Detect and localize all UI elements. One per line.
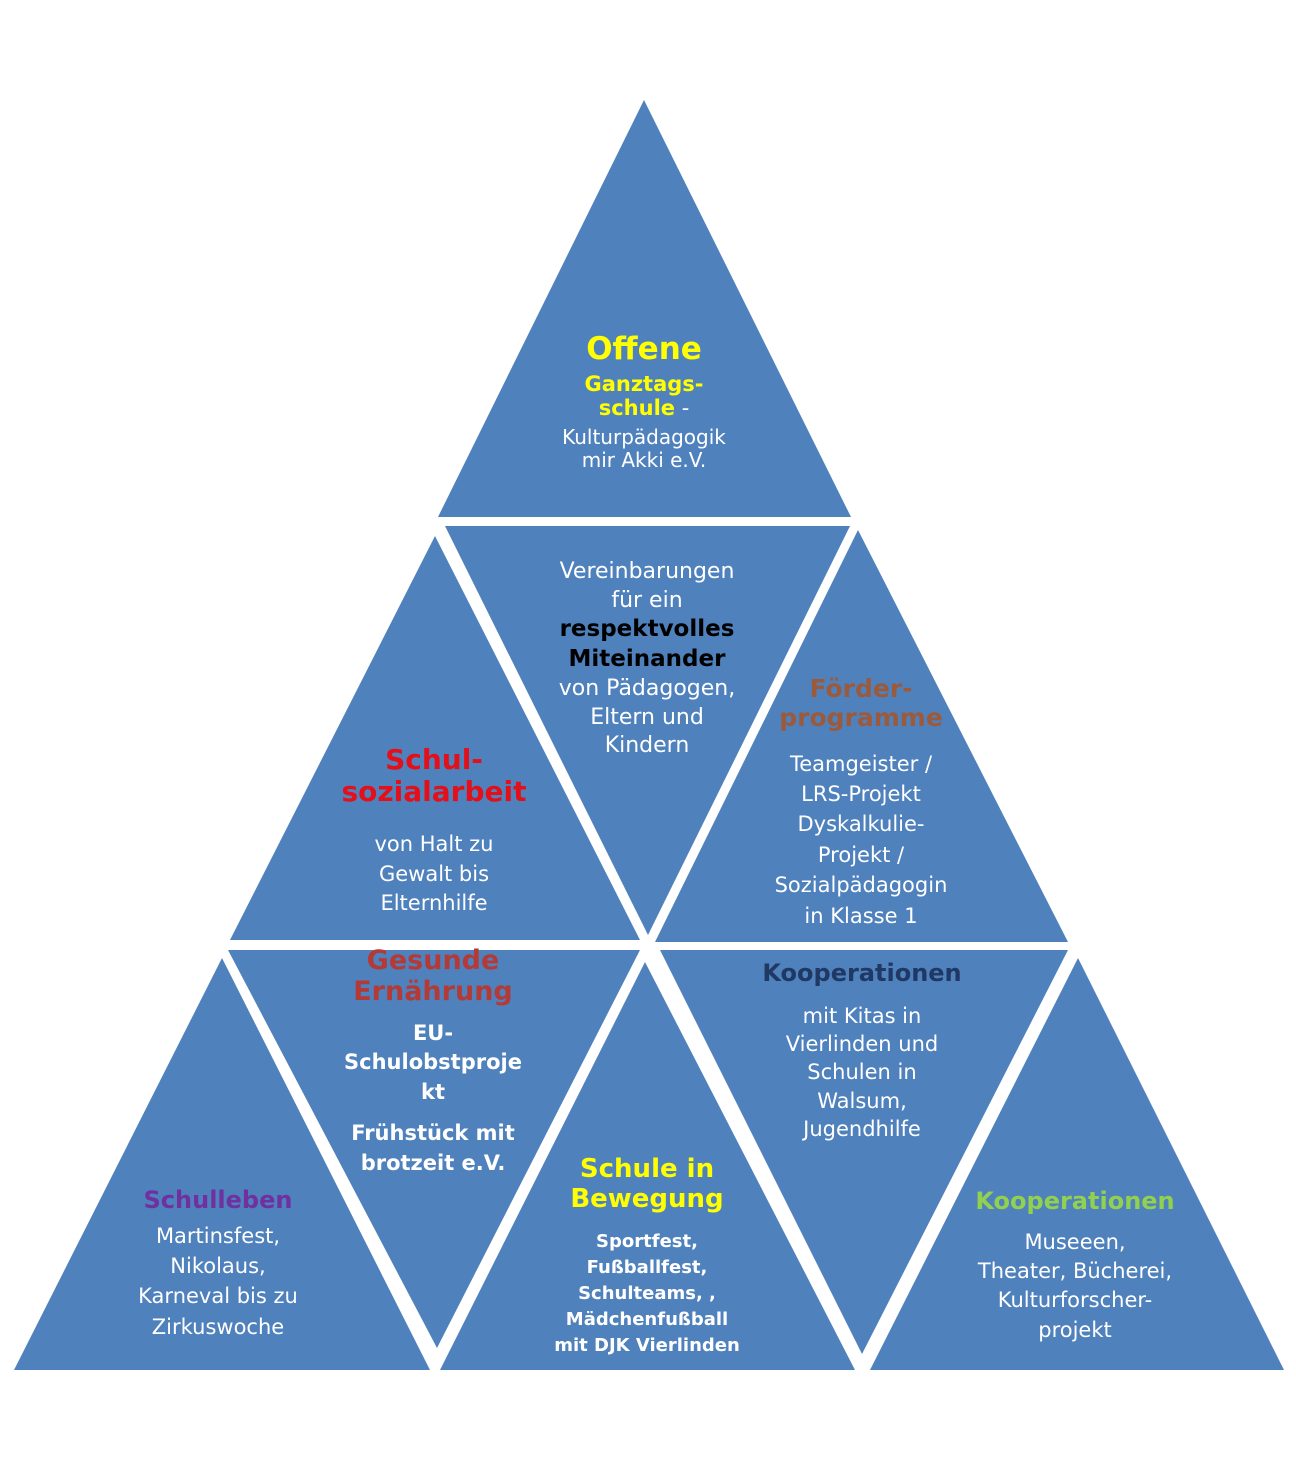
schulsozial-heading1: Schul- (385, 743, 483, 776)
offene-dash: - (675, 395, 690, 420)
foerder-line5: Sozialpädagogin (774, 873, 948, 898)
ernaehrung-line5: brotzeit e.V. (360, 1150, 506, 1175)
foerder-line6: in Klasse 1 (804, 903, 918, 928)
schulleben-line2: Nikolaus, (170, 1254, 266, 1279)
ernaehrung-heading2: Ernährung (353, 976, 513, 1008)
triangle-offene (438, 100, 851, 517)
schulsozial-line1: von Halt zu (374, 832, 494, 857)
foerder-heading2: programme (779, 702, 943, 732)
vereinbarungen-line2: für ein (611, 587, 683, 613)
label-schulleben: Schulleben Martinsfest, Nikolaus, Karnev… (98, 1186, 338, 1342)
schulleben-heading: Schulleben (143, 1186, 293, 1214)
triangle-ernaehrung (228, 950, 640, 1348)
bewegung-line3: Schulteams, , (578, 1282, 716, 1304)
kooperationen1-line3: Schulen in (807, 1060, 917, 1085)
bewegung-heading2: Bewegung (570, 1183, 724, 1214)
triangle-schulsozialarbeit (230, 536, 640, 940)
kooperationen2-line1: Museeen, (1024, 1229, 1126, 1254)
label-vereinbarungen: Vereinbarungen für ein respektvolles Mit… (527, 558, 767, 761)
ernaehrung-line2: Schulobstproje (344, 1050, 522, 1075)
offene-sub1: Ganztags- (584, 371, 704, 396)
vereinbarungen-bold2: Miteinander (568, 646, 726, 673)
label-schulsozialarbeit: Schul- sozialarbeit von Halt zu Gewalt b… (314, 743, 554, 919)
bewegung-heading1: Schule in (579, 1155, 715, 1184)
kooperationen2-line4: projekt (1038, 1317, 1112, 1342)
schulleben-line1: Martinsfest, (155, 1223, 281, 1248)
label-bewegung: Schule in Bewegung Sportfest, Fußballfes… (522, 1155, 772, 1371)
schulleben-line3: Karneval bis zu (138, 1284, 298, 1309)
triangle-schulleben (14, 958, 430, 1370)
triangle-foerderprogramme (655, 530, 1068, 942)
offene-line1: Kulturpädagogik (562, 424, 726, 449)
label-ernaehrung: Gesunde Ernährung EU- Schulobstproje kt … (303, 945, 563, 1178)
kooperationen1-line2: Vierlinden und (785, 1031, 939, 1056)
bewegung-line1: Sportfest, (596, 1230, 698, 1252)
triangle-bewegung (440, 962, 855, 1370)
offene-sub2: schule (598, 395, 676, 420)
kooperationen2-line2: Theater, Bücherei, (977, 1258, 1173, 1283)
schulleben-line4: Zirkuswoche (151, 1314, 285, 1339)
label-kooperationen-kultur: Kooperationen Museeen, Theater, Bücherei… (945, 1187, 1205, 1345)
kooperationen1-line1: mit Kitas in (802, 1003, 922, 1028)
vereinbarungen-line3: von Pädagogen, (558, 675, 736, 701)
label-offene: Offene Ganztags- schule - Kulturpädagogi… (524, 331, 764, 472)
ernaehrung-line4: Frühstück mit (351, 1121, 515, 1146)
bewegung-line4: Mädchenfußball (565, 1309, 729, 1331)
schulsozial-line2: Gewalt bis (378, 861, 490, 886)
schulsozial-heading2: sozialarbeit (341, 775, 527, 809)
ernaehrung-line3: kt (420, 1079, 445, 1104)
vereinbarungen-bold1: respektvolles (559, 616, 735, 643)
triangle-kooperationen-kitas (660, 950, 1068, 1354)
triangle-vereinbarungen (445, 526, 850, 935)
bewegung-line2: Fußballfest, (586, 1256, 708, 1278)
offene-line2: mir Akki e.V. (581, 447, 707, 472)
foerder-line3: Dyskalkulie- (797, 812, 925, 837)
kooperationen2-line3: Kulturforscher- (997, 1288, 1153, 1313)
kooperationen1-heading: Kooperationen (762, 959, 962, 987)
ernaehrung-heading1: Gesunde (366, 945, 500, 976)
ernaehrung-line1: EU- (412, 1021, 454, 1046)
vereinbarungen-line1: Vereinbarungen (559, 559, 735, 584)
bewegung-line5: mit DJK Vierlinden (554, 1335, 740, 1357)
foerder-line1: Teamgeister / (789, 751, 933, 776)
kooperationen2-heading: Kooperationen (975, 1187, 1175, 1215)
label-foerderprogramme: Förder- programme Teamgeister / LRS-Proj… (731, 674, 991, 931)
foerder-line2: LRS-Projekt (801, 781, 921, 806)
schulsozial-line3: Elternhilfe (380, 891, 488, 916)
foerder-line4: Projekt / (817, 842, 905, 867)
foerder-heading1: Förder- (809, 674, 913, 703)
triangle-kooperationen-kultur (870, 958, 1284, 1370)
label-kooperationen-kitas: Kooperationen mit Kitas in Vierlinden un… (737, 959, 987, 1143)
kooperationen1-line4: Walsum, (817, 1088, 907, 1113)
kooperationen1-line5: Jugendhilfe (803, 1116, 921, 1141)
vereinbarungen-line4: Eltern und (590, 704, 704, 730)
vereinbarungen-line5: Kindern (604, 733, 690, 759)
offene-heading: Offene (586, 331, 702, 367)
